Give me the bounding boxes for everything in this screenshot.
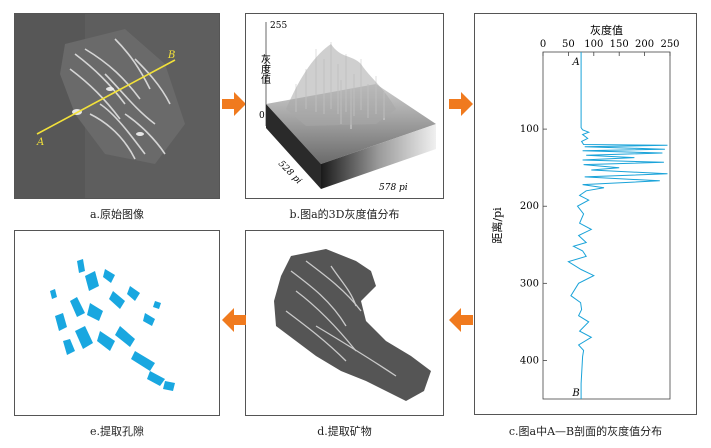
point-a-label: A xyxy=(36,137,44,148)
x-tick-label: 150 xyxy=(610,39,629,50)
x-tick-label: 0 xyxy=(540,39,546,50)
z-axis-label: 灰度值 xyxy=(259,53,271,85)
x-tick-label: 100 xyxy=(584,39,603,50)
panel-c-profile-chart: 0 50 100 150 200 250 100 200 300 400 灰度值距离/pi A B xyxy=(474,13,697,415)
y-axis-title: 距离/pi xyxy=(490,207,504,244)
x-tick-label: 200 xyxy=(635,39,654,50)
caption-b: b.图a的3D灰度值分布 xyxy=(289,208,400,221)
x-tick-label: 50 xyxy=(562,39,575,50)
arrow-right-2 xyxy=(449,92,473,116)
caption-c: c.图a中A—B剖面的灰度值分布 xyxy=(474,423,697,439)
arrow-left-2 xyxy=(222,308,246,332)
y-tick-label: 200 xyxy=(520,201,539,212)
section-line-a-b xyxy=(36,59,176,135)
arrow-right-1 xyxy=(222,92,246,116)
profile-start-label: A xyxy=(571,57,579,68)
x-tick-label: 250 xyxy=(660,39,679,50)
panel-a-original-image: A B xyxy=(14,13,220,199)
y-tick-label: 400 xyxy=(520,355,539,366)
caption-c-text: c.图a中A—B剖面的灰度值分布 xyxy=(508,425,663,438)
pore-graphic xyxy=(50,259,175,391)
original-image-graphic: A B xyxy=(15,14,219,198)
x-axis-title: 灰度值 xyxy=(590,23,623,37)
profile-line xyxy=(567,52,668,399)
panel-b-3d-distribution: 灰度值 255 0 528 pi 578 pi xyxy=(245,13,444,199)
y-tick-label: 100 xyxy=(520,124,539,135)
caption-d: d.提取矿物 xyxy=(317,425,372,438)
z-min-label: 0 xyxy=(259,111,265,121)
panel-d-extracted-minerals xyxy=(245,230,444,416)
caption-a: a.原始图像 xyxy=(89,208,145,221)
panel-e-extracted-pores xyxy=(14,230,220,416)
point-b-label: B xyxy=(167,50,175,61)
y-tick-label: 300 xyxy=(520,278,539,289)
mineral-graphic xyxy=(274,249,431,401)
z-max-label: 255 xyxy=(270,21,287,31)
3d-surface-graphic: 灰度值 255 0 528 pi 578 pi xyxy=(259,21,436,193)
plot-frame xyxy=(542,51,671,400)
arrow-left-1 xyxy=(449,308,473,332)
caption-e: e.提取孔隙 xyxy=(89,425,144,438)
x-dimension-label: 578 pi xyxy=(379,183,408,193)
profile-end-label: B xyxy=(571,388,579,399)
